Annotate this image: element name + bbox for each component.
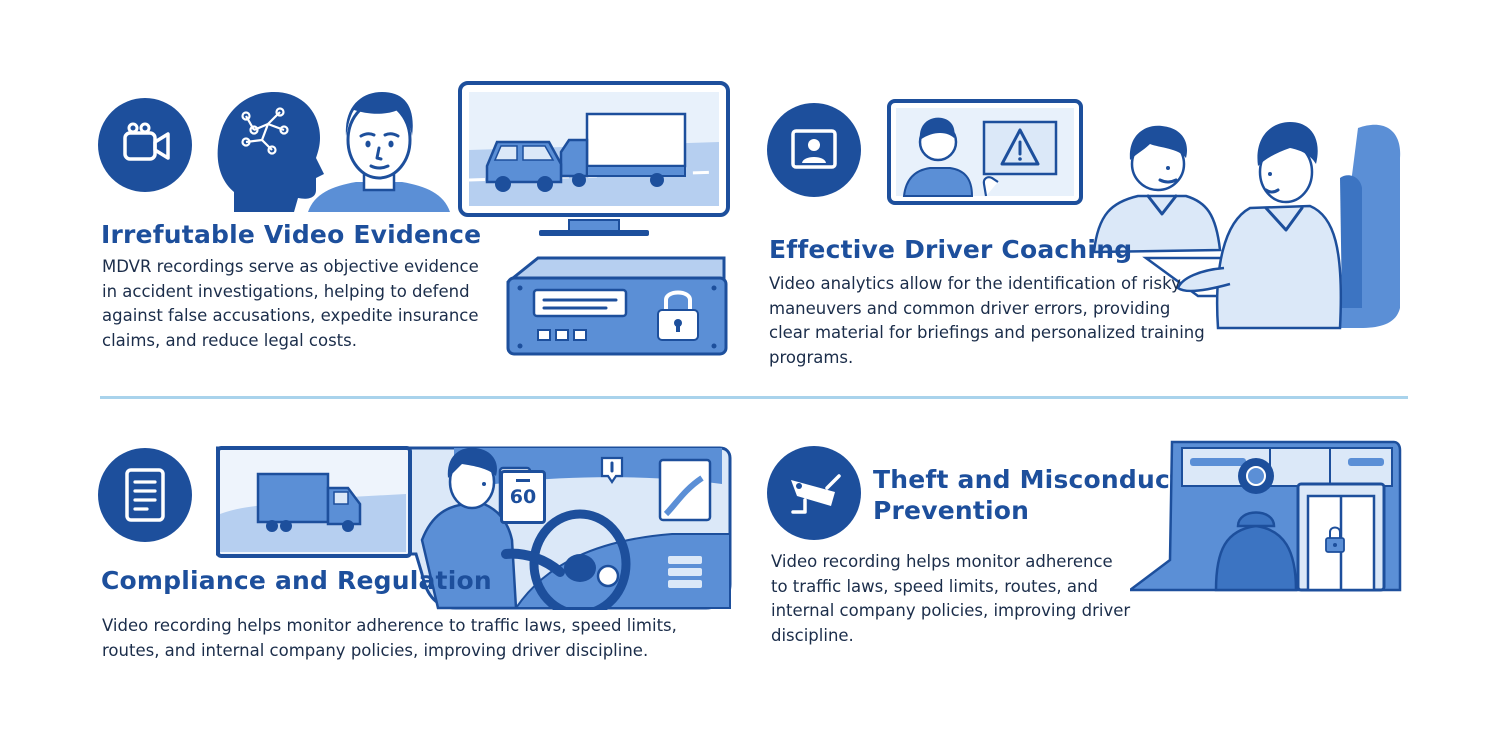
evidence-description: MDVR recordings serve as objective evide… <box>102 257 479 350</box>
video-camera-icon <box>123 122 170 161</box>
compliance-driving-illustration <box>216 446 732 610</box>
compliance-title: Compliance and Regulation <box>101 566 492 595</box>
user-screen-icon-circle <box>767 103 861 197</box>
speed-limit-value: 60 <box>509 486 537 508</box>
security-camera-icon <box>791 474 841 514</box>
ai-head-illustration <box>217 92 324 212</box>
video-camera-icon-circle <box>98 98 192 192</box>
coaching-screen-illustration <box>887 99 1083 205</box>
user-screen-icon <box>791 129 837 169</box>
compliance-description: Video recording helps monitor adherence … <box>102 616 677 660</box>
evidence-title: Irrefutable Video Evidence <box>101 220 482 249</box>
security-camera-icon-circle <box>767 446 861 540</box>
mdvr-device-illustration <box>506 256 728 356</box>
theft-title-line2: Prevention <box>873 496 1030 525</box>
speed-limit-bar <box>516 479 530 482</box>
document-icon-circle <box>98 448 192 542</box>
driver-face-illustration <box>308 92 450 212</box>
section-divider <box>100 396 1408 399</box>
theft-description: Video recording helps monitor adherence … <box>771 552 1131 645</box>
theft-title-line1: Theft and Misconduct <box>873 465 1183 494</box>
bus-interior-illustration <box>1130 440 1402 592</box>
monitor-crash-illustration <box>458 81 730 236</box>
document-icon <box>125 468 165 522</box>
coaching-description: Video analytics allow for the identifica… <box>769 274 1205 367</box>
speed-limit-sign: 60 <box>500 470 546 524</box>
coaching-title: Effective Driver Coaching <box>769 235 1133 264</box>
coaching-people-illustration <box>1092 122 1401 330</box>
